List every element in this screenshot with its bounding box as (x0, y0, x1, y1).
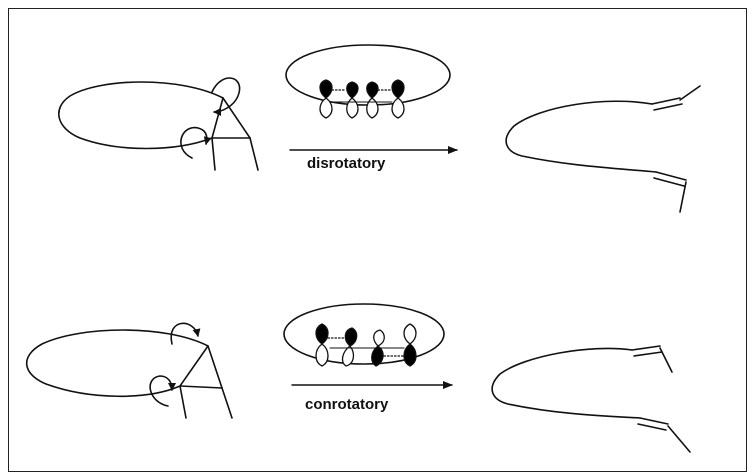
product-lower-tail (667, 425, 691, 453)
reactant-bond-down-right (221, 387, 233, 419)
disrotatory-transition-state (285, 44, 451, 119)
product-lower-double-bond-b (637, 423, 667, 431)
p-orbital-4 (403, 323, 417, 367)
rotation-arrow-lower (180, 126, 212, 159)
product-upper-tail (659, 347, 673, 373)
product-upper-double-bond-a (651, 97, 681, 105)
product-upper-double-bond-a (631, 345, 661, 351)
disrotatory-product (505, 85, 701, 213)
reactant-bond-down-right (249, 137, 259, 171)
conrotatory-panel (25, 303, 691, 453)
product-lower-double-bond-a (655, 171, 687, 181)
product-lower-double-bond-a (639, 417, 669, 425)
product-lower-double-bond-b (653, 177, 685, 187)
p-orbital-2 (341, 327, 358, 367)
reactant-bond-right (207, 345, 223, 389)
p-orbital-3 (366, 81, 379, 119)
product-lower-tail (679, 181, 687, 213)
p-orbital-4 (391, 79, 405, 119)
p-orbital-1 (315, 323, 329, 367)
conrotatory-transition-state (283, 303, 445, 367)
reactant-ring-outline (58, 81, 224, 150)
reactant-bond-down-left (211, 137, 216, 171)
conrotatory-product (491, 345, 691, 453)
reactant-bond-cross (179, 385, 223, 389)
reactant-ring-outline (25, 329, 209, 398)
rotation-arrow-lower (149, 375, 176, 407)
p-orbital-1 (319, 79, 333, 119)
p-orbital-2 (346, 81, 359, 119)
reactant-bond-right (222, 97, 251, 139)
conrotatory-label: conrotatory (305, 396, 389, 413)
disrotatory-label: disrotatory (307, 155, 386, 172)
disrotatory-reactant (58, 77, 259, 171)
product-upper-double-bond-b (653, 103, 683, 111)
rotation-arrow-upper (170, 322, 201, 345)
reactant-bond-down-left (179, 385, 187, 419)
product-upper-tail (679, 85, 701, 101)
ts-ellipse (285, 44, 451, 106)
disrotatory-panel (58, 44, 701, 213)
product-upper-double-bond-b (633, 351, 663, 357)
rotation-arrow-upper (211, 77, 241, 116)
product-ring-outline (505, 100, 657, 173)
ts-ellipse (283, 303, 445, 365)
product-ring-outline (491, 347, 641, 419)
conrotatory-reactant (25, 322, 233, 419)
p-orbital-3 (371, 329, 385, 367)
